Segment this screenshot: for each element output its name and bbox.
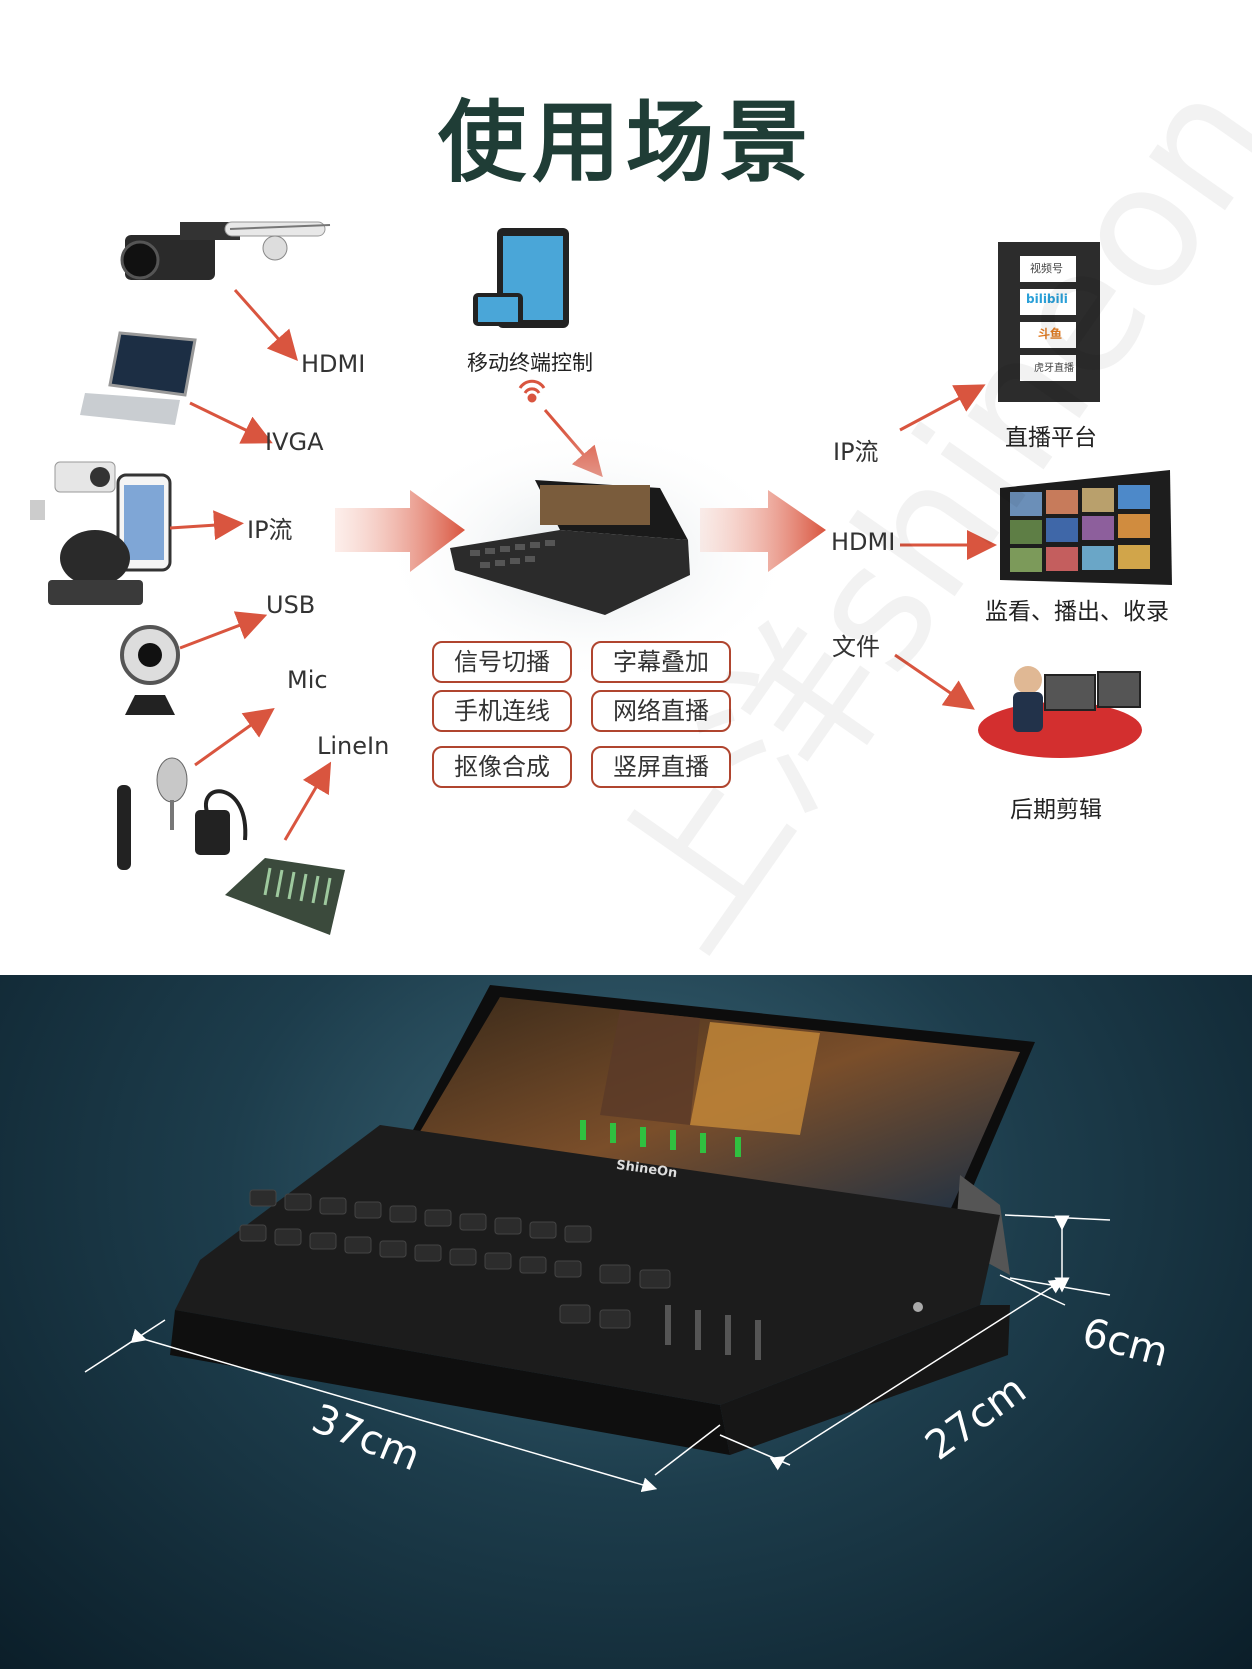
platform-label: 斗鱼	[1038, 327, 1063, 341]
surveillance-camera-icon	[30, 461, 116, 520]
feature-tag: 字幕叠加	[591, 641, 731, 683]
feature-tag: 网络直播	[591, 690, 731, 732]
input-label-mic: Mic	[287, 666, 328, 694]
input-label-ip-stream: IP流	[247, 516, 293, 544]
camcorder-drone-icon	[120, 221, 331, 280]
live-platform-label: 直播平台	[1005, 425, 1097, 451]
output-big-arrow	[700, 490, 826, 572]
output-label-file: 文件	[832, 633, 880, 661]
central-switcher-icon	[450, 480, 690, 615]
monitor-wall-icon	[1000, 470, 1172, 585]
input-label-hdmi: HDMI	[301, 350, 366, 378]
tablet-phone-icon	[473, 228, 569, 328]
ptz-camera-icon	[48, 530, 143, 605]
output-label-hdmi: HDMI	[831, 528, 896, 556]
feature-tag: 抠像合成	[432, 746, 572, 788]
feature-tag: 竖屏直播	[591, 746, 731, 788]
microphones-icon	[117, 757, 248, 870]
input-label-usb: USB	[266, 591, 316, 619]
platform-label: 视频号	[1030, 262, 1063, 275]
usage-scenario-section: 使用场景	[30, 91, 1172, 935]
input-label-linein: LineIn	[317, 732, 390, 760]
diagram-graphics	[30, 221, 1172, 935]
input-arrows	[169, 289, 332, 841]
feature-tag: 手机连线	[432, 690, 572, 732]
page-title: 使用场景	[437, 91, 814, 194]
input-label-vga: IVGA	[265, 428, 324, 456]
mobile-control-label: 移动终端控制	[467, 351, 593, 375]
audio-mixer-icon	[225, 858, 345, 935]
smartphone-icon	[116, 473, 172, 572]
video-editor-icon	[978, 666, 1142, 758]
monitor-label: 监看、播出、收录	[985, 599, 1169, 625]
input-big-arrow	[335, 490, 465, 572]
live-platform-panel	[998, 242, 1100, 402]
platform-label: bilibili	[1026, 292, 1068, 306]
platform-label: 虎牙直播	[1034, 363, 1074, 374]
webcam-icon	[120, 625, 180, 715]
output-label-ip-stream: IP流	[833, 438, 879, 466]
dimension-lines	[84, 1214, 1111, 1493]
post-edit-label: 后期剪辑	[1010, 797, 1102, 823]
laptop-icon	[80, 331, 197, 425]
wifi-icon	[518, 379, 546, 403]
feature-tag: 信号切播	[432, 641, 572, 683]
output-arrows	[894, 384, 997, 710]
product-dimensions-section: ShineOn 37cm 27cm 6cm	[0, 975, 1252, 1669]
product-graphics	[84, 985, 1111, 1493]
